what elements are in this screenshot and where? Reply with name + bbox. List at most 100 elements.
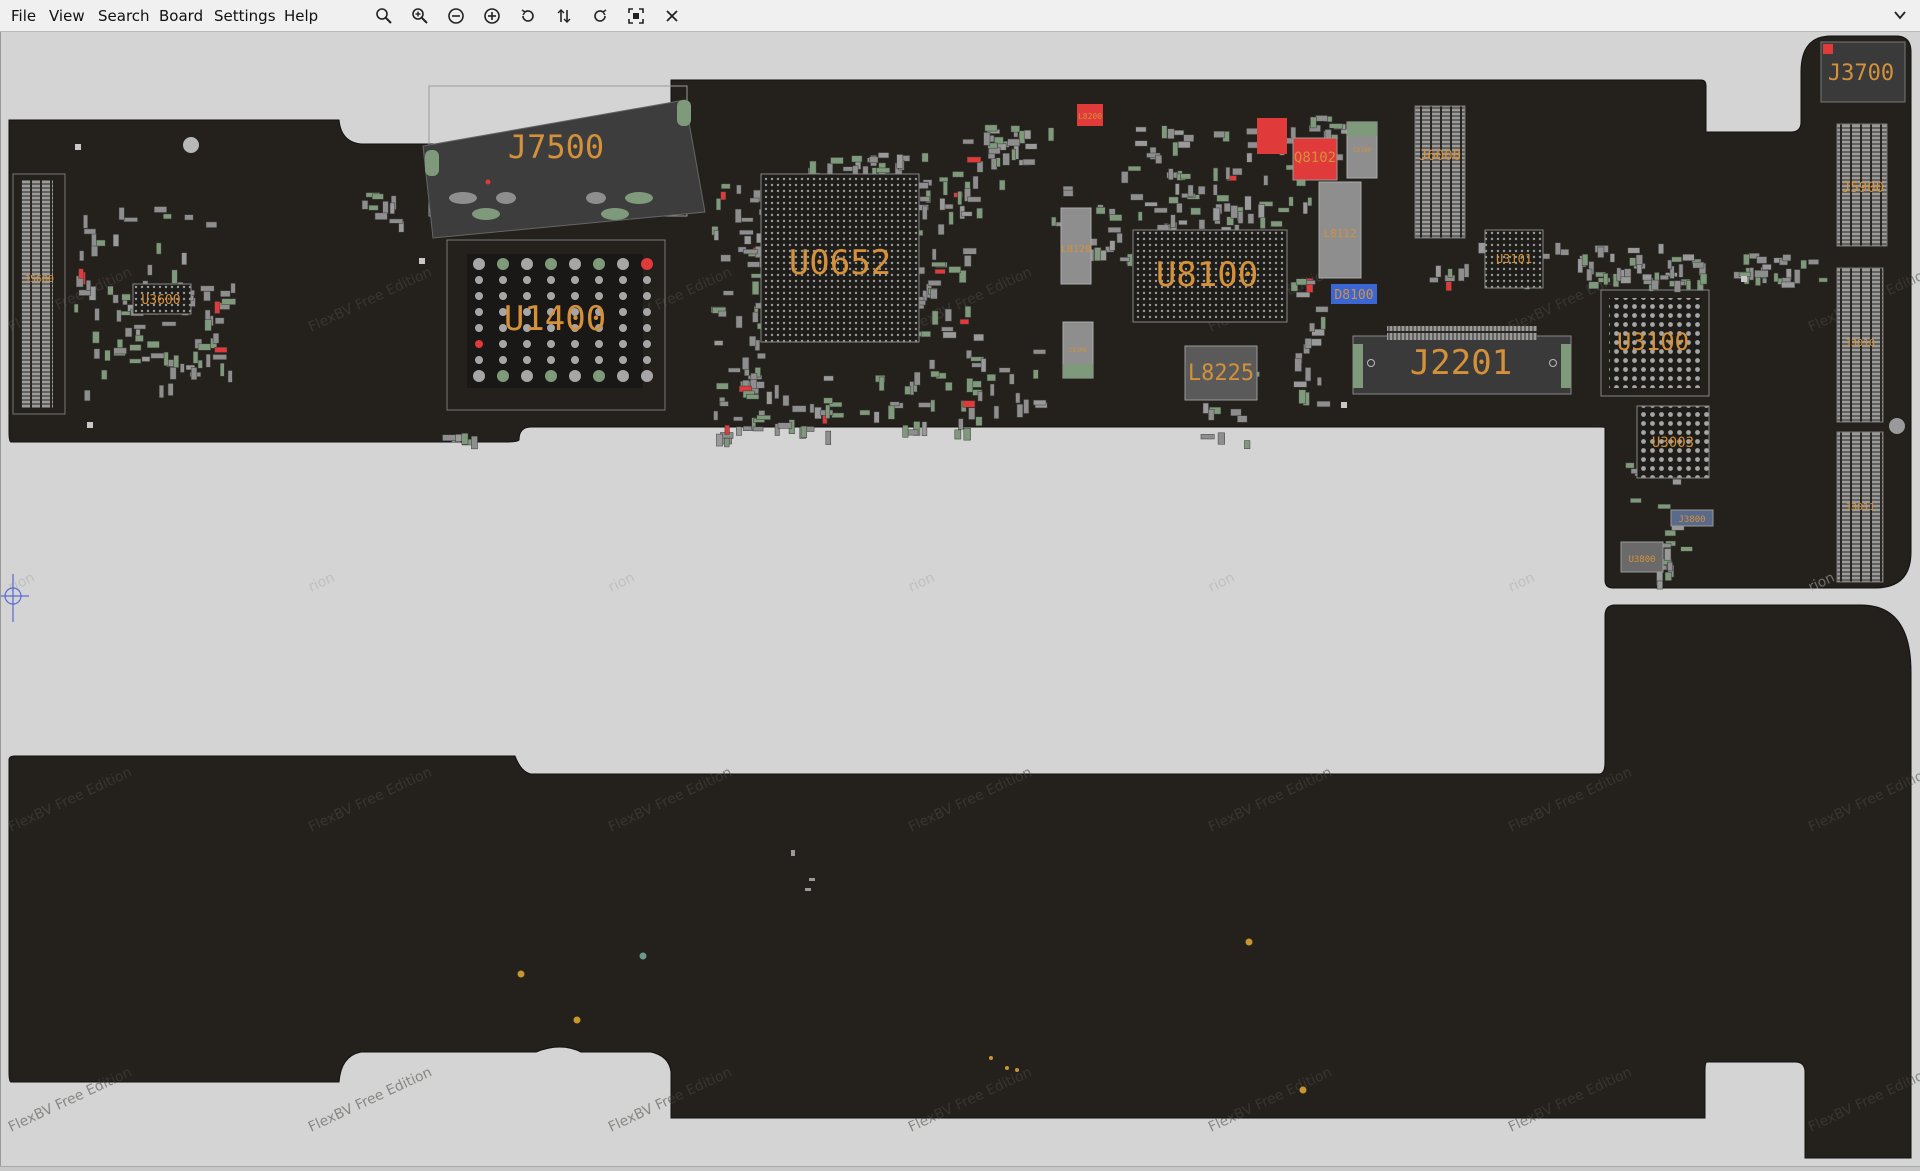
passive-component	[1581, 254, 1589, 266]
passive-component	[718, 310, 727, 317]
passive-component	[167, 383, 174, 396]
bga-ball	[523, 276, 531, 284]
passive-component	[930, 370, 940, 378]
label-j6000[interactable]: J6000	[1419, 148, 1461, 164]
passive-component	[91, 233, 97, 247]
menu-help[interactable]: Help	[284, 7, 319, 25]
zoom-fit-button[interactable]	[371, 4, 397, 28]
fit-screen-button[interactable]	[623, 4, 649, 28]
mount-hole	[1889, 418, 1905, 434]
label-j3010[interactable]: J3010	[1845, 338, 1875, 349]
passive-component	[1168, 196, 1179, 204]
label-u3100[interactable]: U3100	[1617, 328, 1689, 356]
bga-ball	[473, 258, 485, 270]
passive-component	[1320, 316, 1326, 330]
passive-component	[1144, 201, 1158, 207]
j7500-pad	[425, 150, 439, 176]
bga-ball	[595, 356, 603, 364]
menu-view[interactable]: View	[49, 7, 85, 25]
bga-ball	[569, 258, 581, 270]
passive-component	[1002, 153, 1010, 166]
l8128-body	[1060, 207, 1092, 285]
passive-component	[141, 356, 151, 362]
label-c8106[interactable]: C8106	[1069, 347, 1087, 354]
passive-component	[1755, 276, 1761, 286]
passive-component	[1625, 462, 1635, 469]
label-u3101[interactable]: U3101	[1496, 252, 1532, 266]
label-j3800[interactable]: J3800	[1678, 515, 1705, 525]
label-u1400[interactable]: U1400	[504, 299, 606, 339]
collapse-toolbar-button[interactable]	[1890, 5, 1910, 25]
close-board-button[interactable]	[659, 4, 685, 28]
label-j5900[interactable]: J5900	[1842, 180, 1884, 196]
menu-settings[interactable]: Settings	[214, 7, 276, 25]
zoom-plus-button[interactable]	[479, 4, 505, 28]
via	[1245, 938, 1253, 946]
rotate-right-button[interactable]	[587, 4, 613, 28]
passive-component	[220, 290, 231, 297]
bga-ball	[499, 308, 507, 316]
passive-component	[1672, 478, 1682, 485]
rotate-left-button[interactable]	[515, 4, 541, 28]
label-j3011[interactable]: J3011	[1845, 502, 1875, 513]
label-q8102[interactable]: Q8102	[1294, 150, 1336, 166]
label-j2201[interactable]: J2201	[1410, 343, 1512, 383]
label-u3600[interactable]: U3600	[141, 293, 180, 308]
passive-component	[1315, 306, 1329, 313]
passive-component	[869, 156, 879, 163]
passive-component	[825, 404, 831, 419]
zoom-in-button[interactable]	[407, 4, 433, 28]
label-l8200[interactable]: L8200	[1078, 112, 1102, 121]
passive-component	[948, 266, 962, 274]
j7500-pin1	[485, 179, 491, 185]
menu-search[interactable]: Search	[98, 7, 150, 25]
label-l8128[interactable]: L8128	[1061, 244, 1091, 255]
l8112-body	[1318, 181, 1362, 279]
passive-component	[1223, 202, 1231, 212]
j2201-pins	[1387, 326, 1537, 340]
passive-component	[999, 179, 1006, 191]
menu-file[interactable]: File	[11, 7, 37, 25]
zoom-in-icon	[412, 8, 428, 24]
passive-component	[714, 340, 724, 346]
passive-component	[918, 402, 932, 408]
bga-ball	[571, 292, 579, 300]
label-u3800[interactable]: U3800	[1628, 555, 1655, 565]
zoom-out-button[interactable]	[443, 4, 469, 28]
via	[805, 888, 811, 891]
crosshair-marker[interactable]	[1, 574, 29, 622]
zoom-in-circle-icon	[484, 8, 500, 24]
passive-component	[878, 376, 885, 391]
passive-component	[382, 201, 389, 214]
passive-component	[1782, 254, 1792, 262]
label-j7500[interactable]: J7500	[508, 128, 604, 166]
passive-component	[1237, 211, 1244, 224]
label-j5600[interactable]: J5600	[24, 274, 54, 285]
passive-component	[1121, 171, 1129, 184]
passive-component	[1198, 219, 1206, 230]
label-c8160[interactable]: C8160	[1353, 147, 1371, 154]
passive-component	[994, 136, 1004, 145]
passive-component	[104, 349, 111, 361]
label-j3700[interactable]: J3700	[1828, 61, 1894, 86]
passive-component	[200, 285, 215, 292]
menu-board[interactable]: Board	[159, 7, 204, 25]
via	[809, 878, 815, 881]
bga-ball	[619, 308, 627, 316]
label-u0652[interactable]: U0652	[789, 243, 891, 283]
j3010-body	[1836, 267, 1884, 423]
passive-component	[735, 315, 743, 329]
passive-component	[214, 347, 228, 353]
passive-component	[1226, 216, 1234, 226]
label-l8225[interactable]: L8225	[1188, 361, 1254, 386]
label-d8100[interactable]: D8100	[1334, 288, 1373, 303]
label-u3003[interactable]: U3003	[1652, 435, 1694, 451]
flip-button[interactable]	[551, 4, 577, 28]
label-u8100[interactable]: U8100	[1156, 255, 1258, 295]
passive-component	[724, 437, 730, 448]
passive-component	[1682, 254, 1695, 261]
passive-component	[1230, 205, 1238, 219]
label-l8112[interactable]: L8112	[1323, 227, 1356, 240]
